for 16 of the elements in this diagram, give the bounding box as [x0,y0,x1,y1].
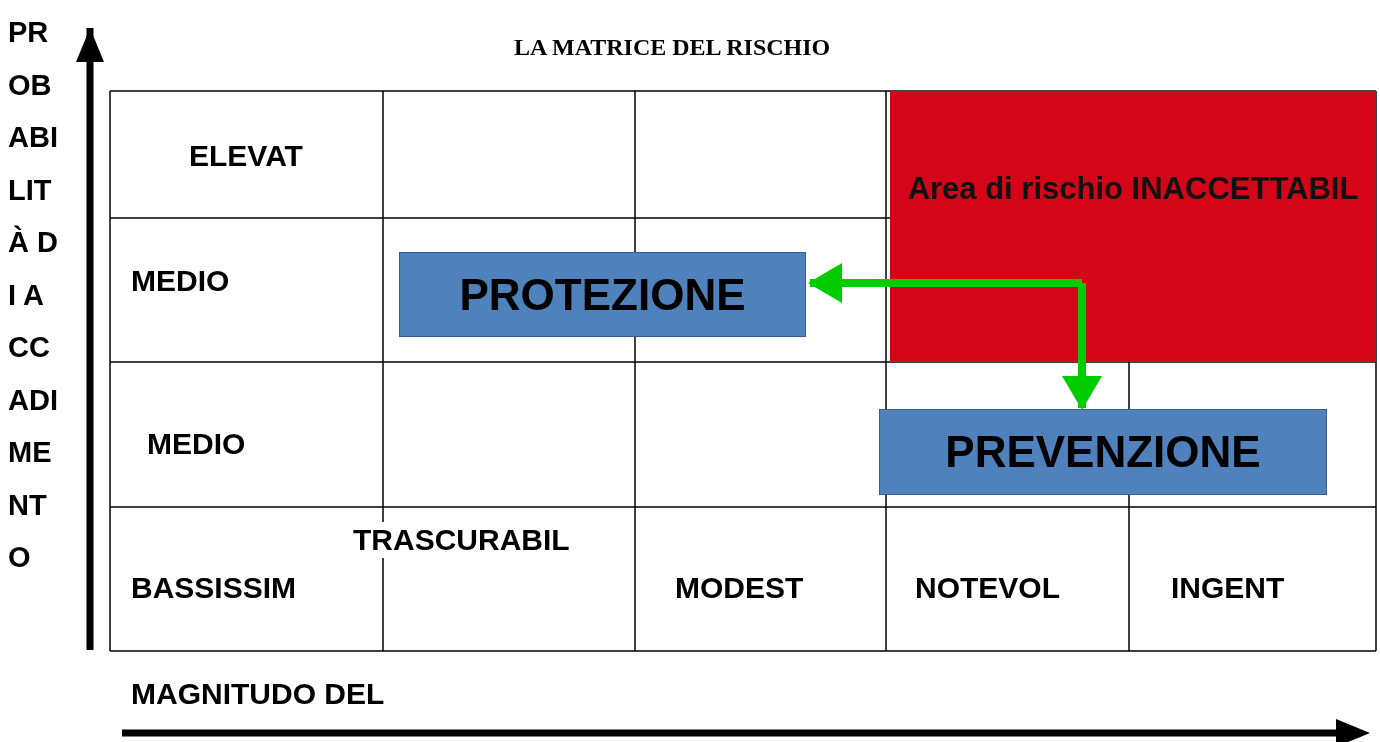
row-label: BASSISSIM [131,570,297,606]
axis-title: MAGNITUDO DEL [131,676,385,712]
arrow [1062,283,1102,410]
column-label: MODEST [675,570,804,606]
axis-title: PROBABILITÀ DI ACCADIMENTO [8,15,59,575]
arrow [808,263,1082,303]
chart-title: LA MATRICE DEL RISCHIO [514,34,831,61]
action-box: PROTEZIONE [399,252,806,337]
row-label: MEDIO [147,426,246,462]
column-label: TRASCURABIL [353,522,570,558]
risk-area: Area di rischio INACCETTABIL [890,91,1376,362]
row-label: MEDIO [131,263,230,299]
column-label: NOTEVOL [915,570,1060,606]
row-label: ELEVAT [189,138,303,174]
action-box: PREVENZIONE [879,409,1327,495]
column-label: INGENT [1171,570,1285,606]
